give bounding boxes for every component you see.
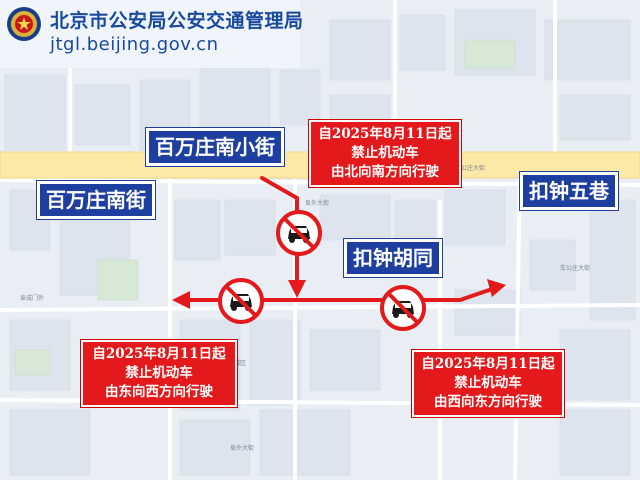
no-motor-vehicle-sign-icon xyxy=(380,285,426,331)
notice-rule: 禁止机动车 xyxy=(351,145,419,161)
svg-text:车公庄大街: 车公庄大街 xyxy=(560,264,590,272)
notice-direction: 由西向东方向行驶 xyxy=(434,394,542,410)
site-url[interactable]: jtgl.beijing.gov.cn xyxy=(50,34,219,55)
notice-date: 自2025年8月11日起 xyxy=(92,346,226,362)
street-label-bai-wan-zhuang-nan-xiao-jie: 百万庄南小街 xyxy=(146,128,284,166)
svg-text:阜外大街: 阜外大街 xyxy=(230,444,254,452)
notice-rule: 禁止机动车 xyxy=(454,375,522,391)
notice-rule: 禁止机动车 xyxy=(125,365,193,381)
notice-direction: 由东向西方向行驶 xyxy=(105,384,213,400)
no-motor-vehicle-sign-icon xyxy=(218,278,264,324)
street-label-kou-zhong-wu-xiang: 扣钟五巷 xyxy=(520,172,618,210)
header-bar: 北京市公安局公安交通管理局 jtgl.beijing.gov.cn xyxy=(0,0,303,68)
street-label-kou-zhong-hu-tong: 扣钟胡同 xyxy=(344,239,442,277)
notice-east-west: 自2025年8月11日起 禁止机动车 由东向西方向行驶 xyxy=(81,340,237,407)
notice-date: 自2025年8月11日起 xyxy=(318,126,452,142)
svg-text:阜外大街: 阜外大街 xyxy=(305,199,329,207)
notice-west-east: 自2025年8月11日起 禁止机动车 由西向东方向行驶 xyxy=(412,350,564,417)
no-motor-vehicle-sign-icon xyxy=(276,210,322,256)
svg-text:阜成门外: 阜成门外 xyxy=(20,294,44,302)
notice-date: 自2025年8月11日起 xyxy=(421,356,555,372)
notice-north-south: 自2025年8月11日起 禁止机动车 由北向南方向行驶 xyxy=(309,120,461,187)
notice-direction: 由北向南方向行驶 xyxy=(331,164,439,180)
street-label-bai-wan-zhuang-nan-jie: 百万庄南街 xyxy=(37,181,155,219)
police-emblem-icon xyxy=(7,7,41,41)
agency-name: 北京市公安局公安交通管理局 xyxy=(50,10,304,32)
svg-text:车公庄大街: 车公庄大街 xyxy=(455,164,485,172)
